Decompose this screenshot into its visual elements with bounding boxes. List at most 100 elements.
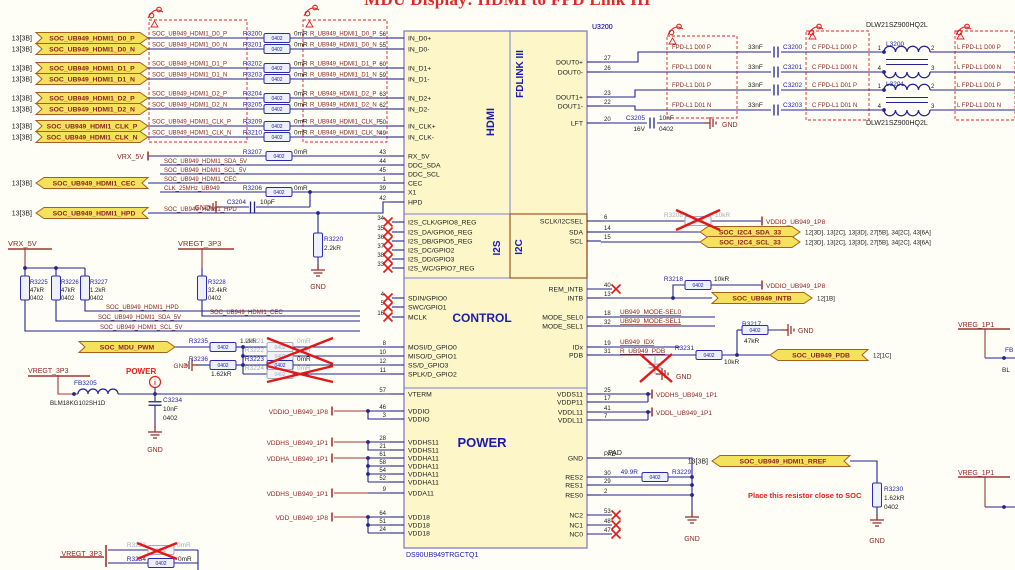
net-label[interactable]: VDDIO_UB949_1P8 [766, 219, 826, 226]
no-connect-x-mark[interactable] [610, 283, 622, 295]
net-label[interactable]: GND [147, 447, 163, 454]
net-label[interactable]: VDDHA_UB949_1P1 [267, 456, 329, 463]
port-label[interactable]: SOC_UB949_HDMI1_D0_P [49, 35, 135, 42]
net-label[interactable]: R3224 [245, 365, 265, 372]
net-label[interactable]: 0402 [30, 296, 44, 302]
port-label[interactable]: SOC_UB949_HDMI1_RREF [740, 458, 827, 465]
net-label[interactable]: UB949_IDX [620, 339, 655, 346]
resistor[interactable] [51, 275, 61, 301]
no-connect-x-mark[interactable] [382, 235, 394, 247]
resistor[interactable] [147, 558, 175, 568]
net-label[interactable]: VDDIO_UB949_1P8 [269, 409, 329, 416]
value-label[interactable]: 0mR [294, 61, 308, 68]
net-label[interactable]: 1.2kR [90, 288, 106, 294]
no-connect-x-mark[interactable] [382, 226, 394, 238]
schematic-port[interactable] [710, 292, 813, 304]
net-label[interactable]: R_UB949_HDMI1_D1_P [310, 62, 376, 68]
wire[interactable] [850, 460, 878, 483]
ic-refdes[interactable]: U3200 [592, 24, 613, 31]
net-label[interactable]: 1.62kR [211, 371, 232, 378]
resistor[interactable] [741, 325, 769, 335]
port-label[interactable]: SOC_UB949_HDMI1_CLK_N [46, 134, 137, 141]
resistor[interactable] [263, 121, 291, 131]
net-label[interactable]: R_UB949_HDMI1_D2_N [310, 103, 377, 109]
net-label[interactable]: VRX_5V [8, 239, 37, 248]
schematic-port[interactable] [34, 131, 149, 143]
net-label[interactable]: 33nF [748, 102, 763, 109]
resistor[interactable] [80, 275, 90, 301]
net-label[interactable]: 2.2kR [324, 245, 341, 252]
net-label[interactable]: C3202 [783, 82, 803, 89]
net-label[interactable]: BL [1002, 367, 1010, 374]
net-label[interactable]: VREGT_3P3 [178, 239, 221, 248]
resistor[interactable] [197, 275, 207, 301]
net-label[interactable]: R_UB949_HDMI1_D1_N [310, 73, 377, 79]
port-label[interactable]: SOC_UB949_HDMI1_HPD [53, 210, 136, 217]
resistor[interactable] [263, 63, 291, 73]
net-label[interactable]: 0mR [297, 338, 311, 345]
resistor[interactable] [265, 187, 293, 197]
net-label[interactable]: R3222 [245, 347, 265, 354]
resistor[interactable] [872, 482, 882, 508]
value-label[interactable]: 0mR [294, 102, 308, 109]
net-label[interactable]: 1.2kR [240, 338, 257, 345]
net-label[interactable]: 0402 [208, 296, 222, 302]
net-label[interactable]: 1 [878, 84, 882, 90]
no-connect-x-mark[interactable] [610, 519, 622, 531]
ic-body[interactable] [403, 30, 588, 549]
net-label[interactable]: R3218 [664, 276, 684, 283]
net-label[interactable]: SOC_UB949_HDMI1_HPD [164, 207, 237, 213]
net-label[interactable]: R3234 [127, 556, 147, 563]
net-label[interactable]: SOC_UB949_HDMI1_D0_P [152, 32, 227, 38]
net-label[interactable]: R3233 [127, 542, 147, 549]
net-label[interactable]: 16V [633, 126, 645, 133]
no-connect-x-mark[interactable] [136, 541, 178, 561]
no-connect-x-mark[interactable] [266, 336, 334, 366]
net-label[interactable]: SOC_UB949_HDMI1_CEC [164, 177, 237, 183]
net-label[interactable]: C3201 [783, 64, 803, 71]
net-label[interactable]: 10pF [260, 199, 275, 206]
net-label[interactable]: SOC_UB949_HDMI1_SCL_5V [164, 168, 246, 174]
net-label[interactable]: R3207 [243, 149, 263, 156]
net-label[interactable]: 47kR [30, 288, 45, 294]
net-label[interactable]: R3227 [90, 280, 108, 286]
net-label[interactable]: R_UB949_HDMI1_D0_P [310, 32, 376, 38]
net-label[interactable]: R3217 [742, 321, 762, 328]
net-label[interactable]: 10kR [724, 359, 739, 366]
net-label[interactable]: R_UB949_HDMI1_D2_P [310, 92, 376, 98]
net-label[interactable]: 0402 [659, 126, 674, 133]
net-label[interactable]: VDDHS_UB949_1P1 [267, 491, 329, 498]
port-label[interactable]: SOC_UB949_HDMI1_CLK_P [47, 123, 138, 130]
net-label[interactable]: VREGT_3P3 [62, 551, 103, 558]
resistor[interactable] [263, 132, 291, 142]
net-label[interactable]: C3234 [163, 397, 183, 404]
net-label[interactable]: C3204 [227, 199, 247, 206]
net-label[interactable]: R_UB949_HDMI1_CLK_P [310, 120, 380, 126]
net-label[interactable]: SOC_UB949_HDMI1_D1_P [152, 62, 227, 68]
net-label[interactable]: DLW21SZ900HQ2L [866, 120, 928, 127]
net-label[interactable]: 10kR [714, 276, 729, 283]
resistor[interactable] [209, 342, 237, 352]
net-label[interactable]: L3200 [886, 41, 904, 48]
net-label[interactable]: VDD_UB949_1P8 [276, 515, 329, 522]
net-label[interactable]: SOC_UB949_HDMI1_HPD [106, 305, 179, 311]
net-label[interactable]: R3235 [189, 338, 209, 345]
net-label[interactable]: R3208 [664, 212, 684, 219]
no-connect-x-mark[interactable] [610, 509, 622, 521]
net-label[interactable]: 0mR [178, 556, 192, 563]
resistor[interactable] [263, 33, 291, 43]
resistor[interactable] [209, 360, 237, 370]
net-label[interactable]: R3223 [245, 356, 265, 363]
schematic-port[interactable] [769, 349, 870, 361]
common-mode-choke[interactable] [883, 71, 931, 79]
no-connect-x-mark[interactable] [382, 262, 394, 274]
net-label[interactable]: L FPD-L1 D00 P [957, 45, 1001, 51]
wire[interactable] [367, 411, 390, 420]
resistor[interactable] [263, 74, 291, 84]
net-label[interactable]: SOC_UB949_HDMI1_SCL_5V [100, 325, 182, 331]
resistor[interactable] [684, 280, 712, 290]
net-label[interactable]: 0402 [90, 296, 104, 302]
net-label[interactable]: POWER [126, 367, 156, 376]
net-label[interactable]: VRX_5V [117, 154, 144, 161]
net-label[interactable]: GND [798, 328, 814, 335]
